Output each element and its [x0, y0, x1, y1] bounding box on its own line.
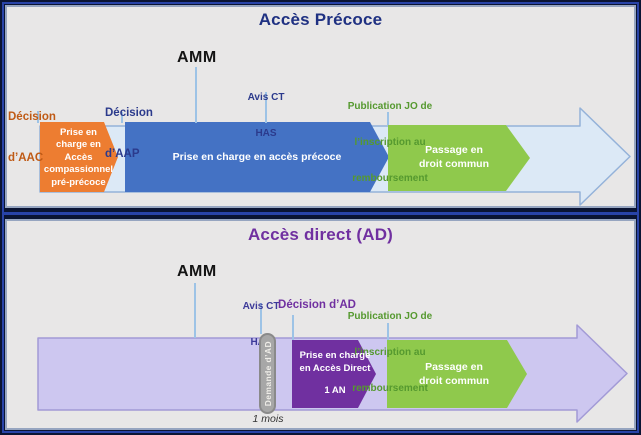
panel-ad-title: Accès direct (AD) — [247, 225, 394, 244]
publication-line3: remboursement — [352, 173, 428, 184]
decision-aap-line1: Décision — [105, 107, 153, 119]
duration-label-1-mois: 1 mois — [252, 413, 284, 425]
panel-acces-precoce: Accès Précoce Décision d’AAC Décision d’… — [5, 5, 636, 208]
tick-decision-ad — [292, 315, 294, 340]
tick-decision-aap — [121, 112, 123, 123]
milestone-label-publication-jo-ad: Publication JO de l’inscription au rembo… — [338, 287, 442, 419]
tick-avis-ct-ad — [260, 303, 262, 334]
panel-acces-direct-inner: Accès direct (AD) AMM Avis CT HAS Décisi… — [7, 221, 634, 428]
milestone-label-publication-jo: Publication JO de l’inscription au rembo… — [338, 77, 442, 209]
timeline-arrow-graphic-ad — [37, 324, 628, 423]
milestone-label-decision-ad: Décision d’AD — [278, 299, 356, 311]
capsule-demande-ad-text: Demande d’AD — [262, 340, 273, 407]
publication-ad-line2: l’inscription au — [354, 347, 426, 358]
tick-amm-ad — [194, 283, 196, 338]
segment-acces-direct-shape — [292, 340, 376, 408]
tick-avis-ct — [265, 92, 267, 123]
panel-acces-direct: Accès direct (AD) AMM Avis CT HAS Décisi… — [5, 219, 636, 430]
publication-ad-line3: remboursement — [352, 383, 428, 394]
tick-publication-jo-ad — [387, 323, 389, 340]
panel-acces-precoce-inner: Accès Précoce Décision d’AAC Décision d’… — [7, 7, 634, 206]
publication-line2: l’inscription au — [354, 137, 426, 148]
segment-droit-commun-ad-shape — [387, 340, 527, 408]
avis-ct-line2: HAS — [255, 128, 277, 139]
avis-ct-ad-line1: Avis CT — [242, 301, 280, 312]
segment-compassionnel-shape — [40, 122, 118, 192]
panel-precoce-title: Accès Précoce — [258, 10, 383, 29]
tick-decision-aac — [37, 111, 39, 123]
segment-droit-commun-shape — [388, 125, 530, 191]
milestone-label-avis-ct: Avis CT HAS — [236, 68, 296, 164]
milestone-label-amm: AMM — [177, 49, 217, 66]
segment-acces-precoce-shape — [125, 122, 389, 192]
timeline-arrow-graphic-precoce — [39, 107, 631, 206]
publication-line1: Publication JO de — [347, 101, 433, 112]
tick-amm — [195, 67, 197, 123]
avis-ct-line1: Avis CT — [247, 92, 285, 103]
milestone-label-decision-aap: Décision d’AAP — [105, 80, 153, 188]
milestone-label-decision-aac: Décision d’AAC — [8, 84, 56, 192]
publication-ad-line1: Publication JO de — [347, 311, 433, 322]
milestone-label-amm-ad: AMM — [177, 263, 217, 280]
panel-divider-stripe — [2, 212, 639, 215]
decision-aap-line2: d’AAP — [105, 147, 140, 160]
decision-aac-line2: d’AAC — [8, 151, 44, 164]
decision-aac-line1: Décision — [8, 111, 56, 123]
capsule-demande-ad: Demande d’AD — [259, 333, 276, 414]
tick-publication-jo — [387, 112, 389, 125]
